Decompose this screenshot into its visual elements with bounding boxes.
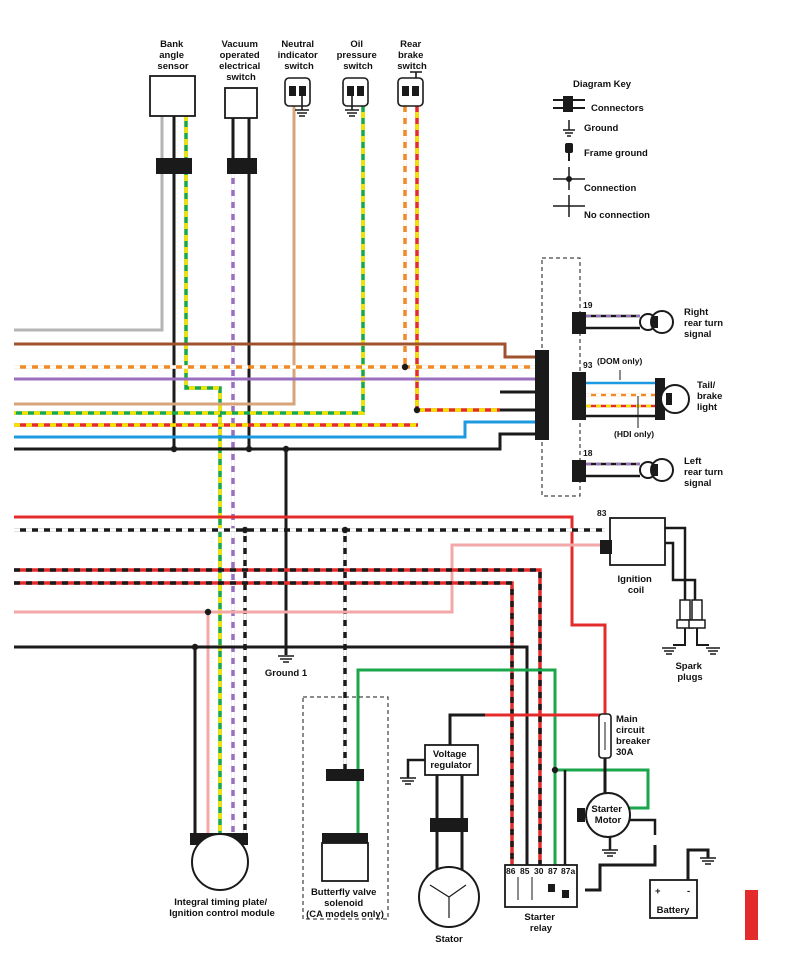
rear-lighting <box>535 257 690 497</box>
butterfly-enclosure <box>302 696 389 920</box>
butterfly-solenoid-box <box>321 842 369 882</box>
connector-vacuum <box>227 158 257 174</box>
label-oil: Oil pressure switch <box>337 39 380 72</box>
wire-red-main <box>14 515 607 714</box>
connector-number-93: 93 <box>583 360 593 370</box>
wire-green-yellow-bank <box>184 115 222 835</box>
main-breaker-symbol <box>598 713 612 759</box>
label-main-breaker: Main circuit breaker 30A <box>616 714 653 758</box>
wire-tan <box>14 100 296 406</box>
timing-plate-symbol <box>191 833 249 891</box>
relay-pin-86: 86 <box>506 866 516 876</box>
connector-18 <box>572 460 586 482</box>
junction-dots <box>170 363 559 774</box>
wire-red-yellow-brake <box>415 100 500 412</box>
label-right-turn: Right rear turn signal <box>684 307 726 340</box>
connector-bank-angle <box>156 158 192 174</box>
left-aligned-labels: Right rear turn signal Tail/ brake light… <box>506 300 726 897</box>
label-dom-only: (DOM only) <box>597 356 642 366</box>
label-voltage-regulator: Voltage regulator <box>430 749 471 771</box>
stator-symbol <box>418 866 480 928</box>
key-no-connection: No connection <box>584 210 650 221</box>
battery-symbol <box>649 857 716 919</box>
label-starter-motor: Starter Motor <box>591 804 624 826</box>
battery-minus: - <box>687 886 690 897</box>
label-rear-brake: Rear brake switch <box>397 39 427 72</box>
relay-pin-87a: 87a <box>561 866 575 876</box>
relay-pin-30: 30 <box>534 866 544 876</box>
label-left-turn: Left rear turn signal <box>684 456 726 489</box>
wire-brown <box>14 342 535 359</box>
connector-number-83: 83 <box>597 508 607 518</box>
label-hdi-only: (HDI only) <box>614 429 654 439</box>
key-connection: Connection <box>584 183 636 194</box>
oil-switch-symbol <box>342 77 369 117</box>
label-vacuum: Vacuum operated electrical switch <box>219 39 263 83</box>
key-connectors: Connectors <box>591 103 644 114</box>
starter-motor-symbol <box>577 792 631 857</box>
label-ignition-coil: Ignition coil <box>618 574 655 596</box>
key-title: Diagram Key <box>573 79 632 90</box>
spark-plugs-symbol <box>662 599 720 655</box>
wire-black-harness <box>14 432 535 451</box>
label-battery: Battery <box>657 905 690 916</box>
key-frame-ground: Frame ground <box>584 148 648 159</box>
starter-relay-symbol <box>504 864 578 908</box>
battery-plus: + <box>655 886 661 897</box>
main-connector-block <box>535 350 549 440</box>
page-accent-bar <box>745 890 758 940</box>
connector-19 <box>572 312 586 334</box>
bank-angle-sensor-box <box>149 75 196 117</box>
connector-number-18: 18 <box>583 448 593 458</box>
label-neutral: Neutral indicator switch <box>278 39 321 72</box>
relay-pin-85: 85 <box>520 866 530 876</box>
label-ground1: Ground 1 <box>265 668 308 679</box>
label-spark-plugs: Spark plugs <box>675 661 704 683</box>
label-tail-brake: Tail/ brake light <box>697 380 725 413</box>
labels: Bank angle sensor Vacuum operated electr… <box>157 39 704 945</box>
label-starter-relay: Starter relay <box>524 912 557 934</box>
lower-harness <box>14 515 710 892</box>
label-butterfly-valve: Butterfly valve solenoid (CA models only… <box>306 887 384 920</box>
voltage-regulator-box <box>424 744 479 776</box>
ground1-symbol <box>278 655 294 663</box>
connector-93 <box>572 372 586 420</box>
key-ground: Ground <box>584 123 618 134</box>
label-bank-angle: Bank angle sensor <box>157 39 188 72</box>
relay-pin-87: 87 <box>548 866 558 876</box>
wire-pink <box>14 543 605 614</box>
upper-harness <box>14 100 535 835</box>
connector-number-19: 19 <box>583 300 593 310</box>
wire-blue <box>14 420 535 439</box>
vacuum-switch-box <box>224 87 258 119</box>
rear-brake-switch-symbol <box>397 71 424 107</box>
label-timing-plate: Integral timing plate/ Ignition control … <box>169 897 275 919</box>
neutral-switch-symbol <box>284 77 311 117</box>
wire-black-lower <box>14 645 529 868</box>
wire-gray <box>14 115 164 332</box>
ignition-coil-box <box>609 517 666 566</box>
label-stator: Stator <box>435 934 463 945</box>
diagram-key: Diagram Key Connectors Ground Frame grou… <box>553 79 650 221</box>
